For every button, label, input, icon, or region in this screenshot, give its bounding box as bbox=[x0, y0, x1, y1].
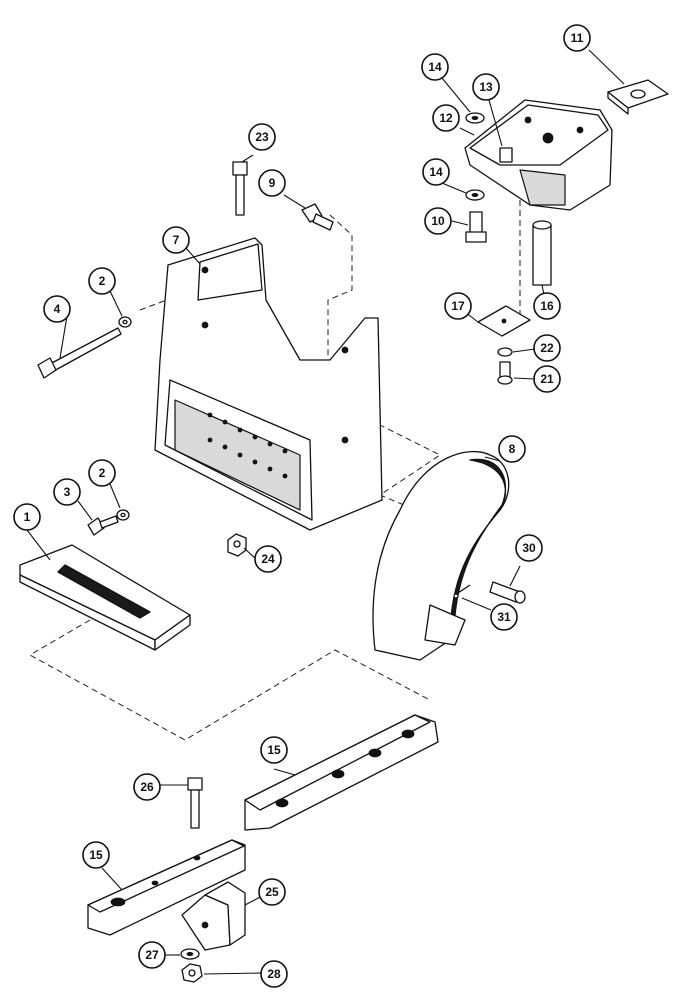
leader-lines bbox=[26, 49, 625, 975]
callout-label: 25 bbox=[265, 885, 279, 899]
pin-part-30 bbox=[489, 581, 526, 604]
callout-label: 2 bbox=[99, 466, 106, 480]
callout-label: 24 bbox=[261, 552, 275, 566]
callouts: 1 2 2 3 4 7 8 9 10 11 12 13 14 14 15 15 … bbox=[13, 24, 591, 988]
washer-part-2-lower bbox=[116, 509, 130, 521]
washer-part-22 bbox=[497, 347, 513, 357]
callout-30: 30 bbox=[515, 534, 543, 562]
callout-label: 26 bbox=[140, 780, 154, 794]
callout-label: 15 bbox=[89, 848, 103, 862]
clip-part-31 bbox=[453, 584, 471, 599]
callout-25: 25 bbox=[258, 878, 286, 906]
bolt-part-4 bbox=[37, 327, 122, 379]
bolt-part-10 bbox=[465, 211, 487, 243]
callout-label: 22 bbox=[540, 341, 554, 355]
washer-part-14-lower bbox=[465, 189, 485, 201]
callout-7: 7 bbox=[162, 226, 190, 254]
slotted-plate-part-1 bbox=[19, 544, 191, 651]
callout-label: 31 bbox=[497, 610, 511, 624]
washer-part-14-upper bbox=[465, 112, 485, 124]
callout-13: 13 bbox=[472, 73, 500, 101]
callout-label: 21 bbox=[540, 372, 554, 386]
callout-21: 21 bbox=[533, 365, 561, 393]
callout-2-lower: 2 bbox=[88, 459, 116, 487]
pin-part-16 bbox=[532, 220, 552, 286]
callout-14-lower: 14 bbox=[422, 158, 450, 186]
callout-label: 14 bbox=[429, 165, 443, 179]
mount-part-12 bbox=[464, 99, 613, 211]
callout-8: 8 bbox=[498, 435, 526, 463]
callout-28: 28 bbox=[260, 960, 288, 988]
callout-label: 23 bbox=[255, 130, 269, 144]
callout-3: 3 bbox=[53, 478, 81, 506]
callout-10: 10 bbox=[424, 207, 452, 235]
callout-label: 12 bbox=[439, 111, 453, 125]
callout-label: 28 bbox=[267, 967, 281, 981]
bolt-part-23 bbox=[232, 161, 248, 216]
callout-16: 16 bbox=[533, 292, 561, 320]
bolt-part-9 bbox=[301, 203, 334, 231]
callout-label: 13 bbox=[479, 80, 493, 94]
callout-2-upper: 2 bbox=[88, 267, 116, 295]
screw-part-21 bbox=[497, 361, 513, 385]
plate-part-17 bbox=[477, 305, 531, 337]
callout-label: 17 bbox=[451, 299, 465, 313]
callout-27: 27 bbox=[138, 941, 166, 969]
callout-label: 7 bbox=[173, 233, 180, 247]
plate-part-11 bbox=[607, 79, 669, 115]
callout-22: 22 bbox=[533, 334, 561, 362]
callout-label: 30 bbox=[522, 541, 536, 555]
callout-label: 1 bbox=[24, 510, 31, 524]
washer-part-27 bbox=[180, 948, 200, 960]
callout-24: 24 bbox=[254, 545, 282, 573]
main-bracket-part-7 bbox=[154, 237, 383, 531]
callout-15-lower: 15 bbox=[82, 841, 110, 869]
callout-4: 4 bbox=[43, 295, 71, 323]
callout-label: 9 bbox=[269, 176, 276, 190]
callout-17: 17 bbox=[444, 292, 472, 320]
callout-label: 3 bbox=[64, 485, 71, 499]
callout-label: 14 bbox=[428, 60, 442, 74]
callout-9: 9 bbox=[258, 169, 286, 197]
callout-label: 11 bbox=[571, 31, 584, 45]
bar-part-15-upper bbox=[244, 714, 439, 831]
callout-11: 11 bbox=[563, 24, 591, 52]
callout-26: 26 bbox=[133, 773, 161, 801]
bar-part-15-lower bbox=[87, 839, 246, 936]
callout-31: 31 bbox=[490, 603, 518, 631]
bracket-holes bbox=[201, 266, 349, 479]
callout-label: 10 bbox=[431, 214, 445, 228]
callout-label: 16 bbox=[540, 299, 554, 313]
washer-part-2-upper bbox=[118, 316, 132, 328]
callout-label: 27 bbox=[145, 948, 159, 962]
callout-14-upper: 14 bbox=[421, 53, 449, 81]
pin-part-13 bbox=[499, 147, 513, 163]
callout-label: 15 bbox=[267, 743, 281, 757]
callout-23: 23 bbox=[248, 123, 276, 151]
callout-12: 12 bbox=[432, 104, 460, 132]
bolt-part-3 bbox=[87, 515, 119, 536]
nut-part-24 bbox=[227, 533, 247, 557]
fender-part-8 bbox=[372, 450, 510, 661]
bolt-part-26 bbox=[187, 777, 203, 829]
callout-label: 2 bbox=[99, 274, 106, 288]
callout-label: 8 bbox=[509, 442, 516, 456]
callout-1: 1 bbox=[13, 503, 41, 531]
callout-label: 4 bbox=[54, 302, 61, 316]
bracket-part-25 bbox=[181, 881, 246, 951]
nut-part-28 bbox=[181, 963, 203, 983]
callout-15-upper: 15 bbox=[260, 736, 288, 764]
